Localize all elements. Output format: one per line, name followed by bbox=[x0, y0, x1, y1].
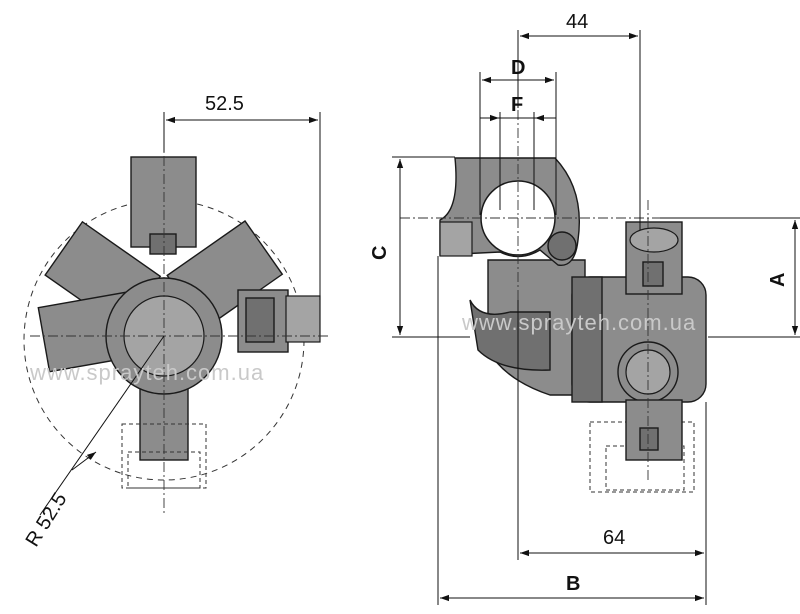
dim-c-label: C bbox=[369, 246, 391, 260]
watermark-left: www.sprayteh.com.ua bbox=[29, 360, 264, 385]
radius-leader bbox=[39, 335, 165, 516]
dim-44-label: 44 bbox=[566, 11, 588, 33]
dim-52-5-label: 52.5 bbox=[205, 93, 244, 115]
dim-f-label: F bbox=[511, 94, 523, 116]
dim-64-label: 64 bbox=[603, 527, 625, 549]
nozzle-arm-top bbox=[130, 156, 197, 255]
side-view bbox=[392, 30, 800, 605]
watermark-right: www.sprayteh.com.ua bbox=[461, 310, 696, 335]
turret-front-view bbox=[23, 112, 330, 516]
side-connector bbox=[237, 289, 321, 353]
dim-radius-label: R 52.5 bbox=[22, 489, 72, 551]
dim-a-label: A bbox=[767, 273, 789, 287]
dim-b-label: B bbox=[566, 573, 580, 595]
dim-d-label: D bbox=[511, 57, 525, 79]
